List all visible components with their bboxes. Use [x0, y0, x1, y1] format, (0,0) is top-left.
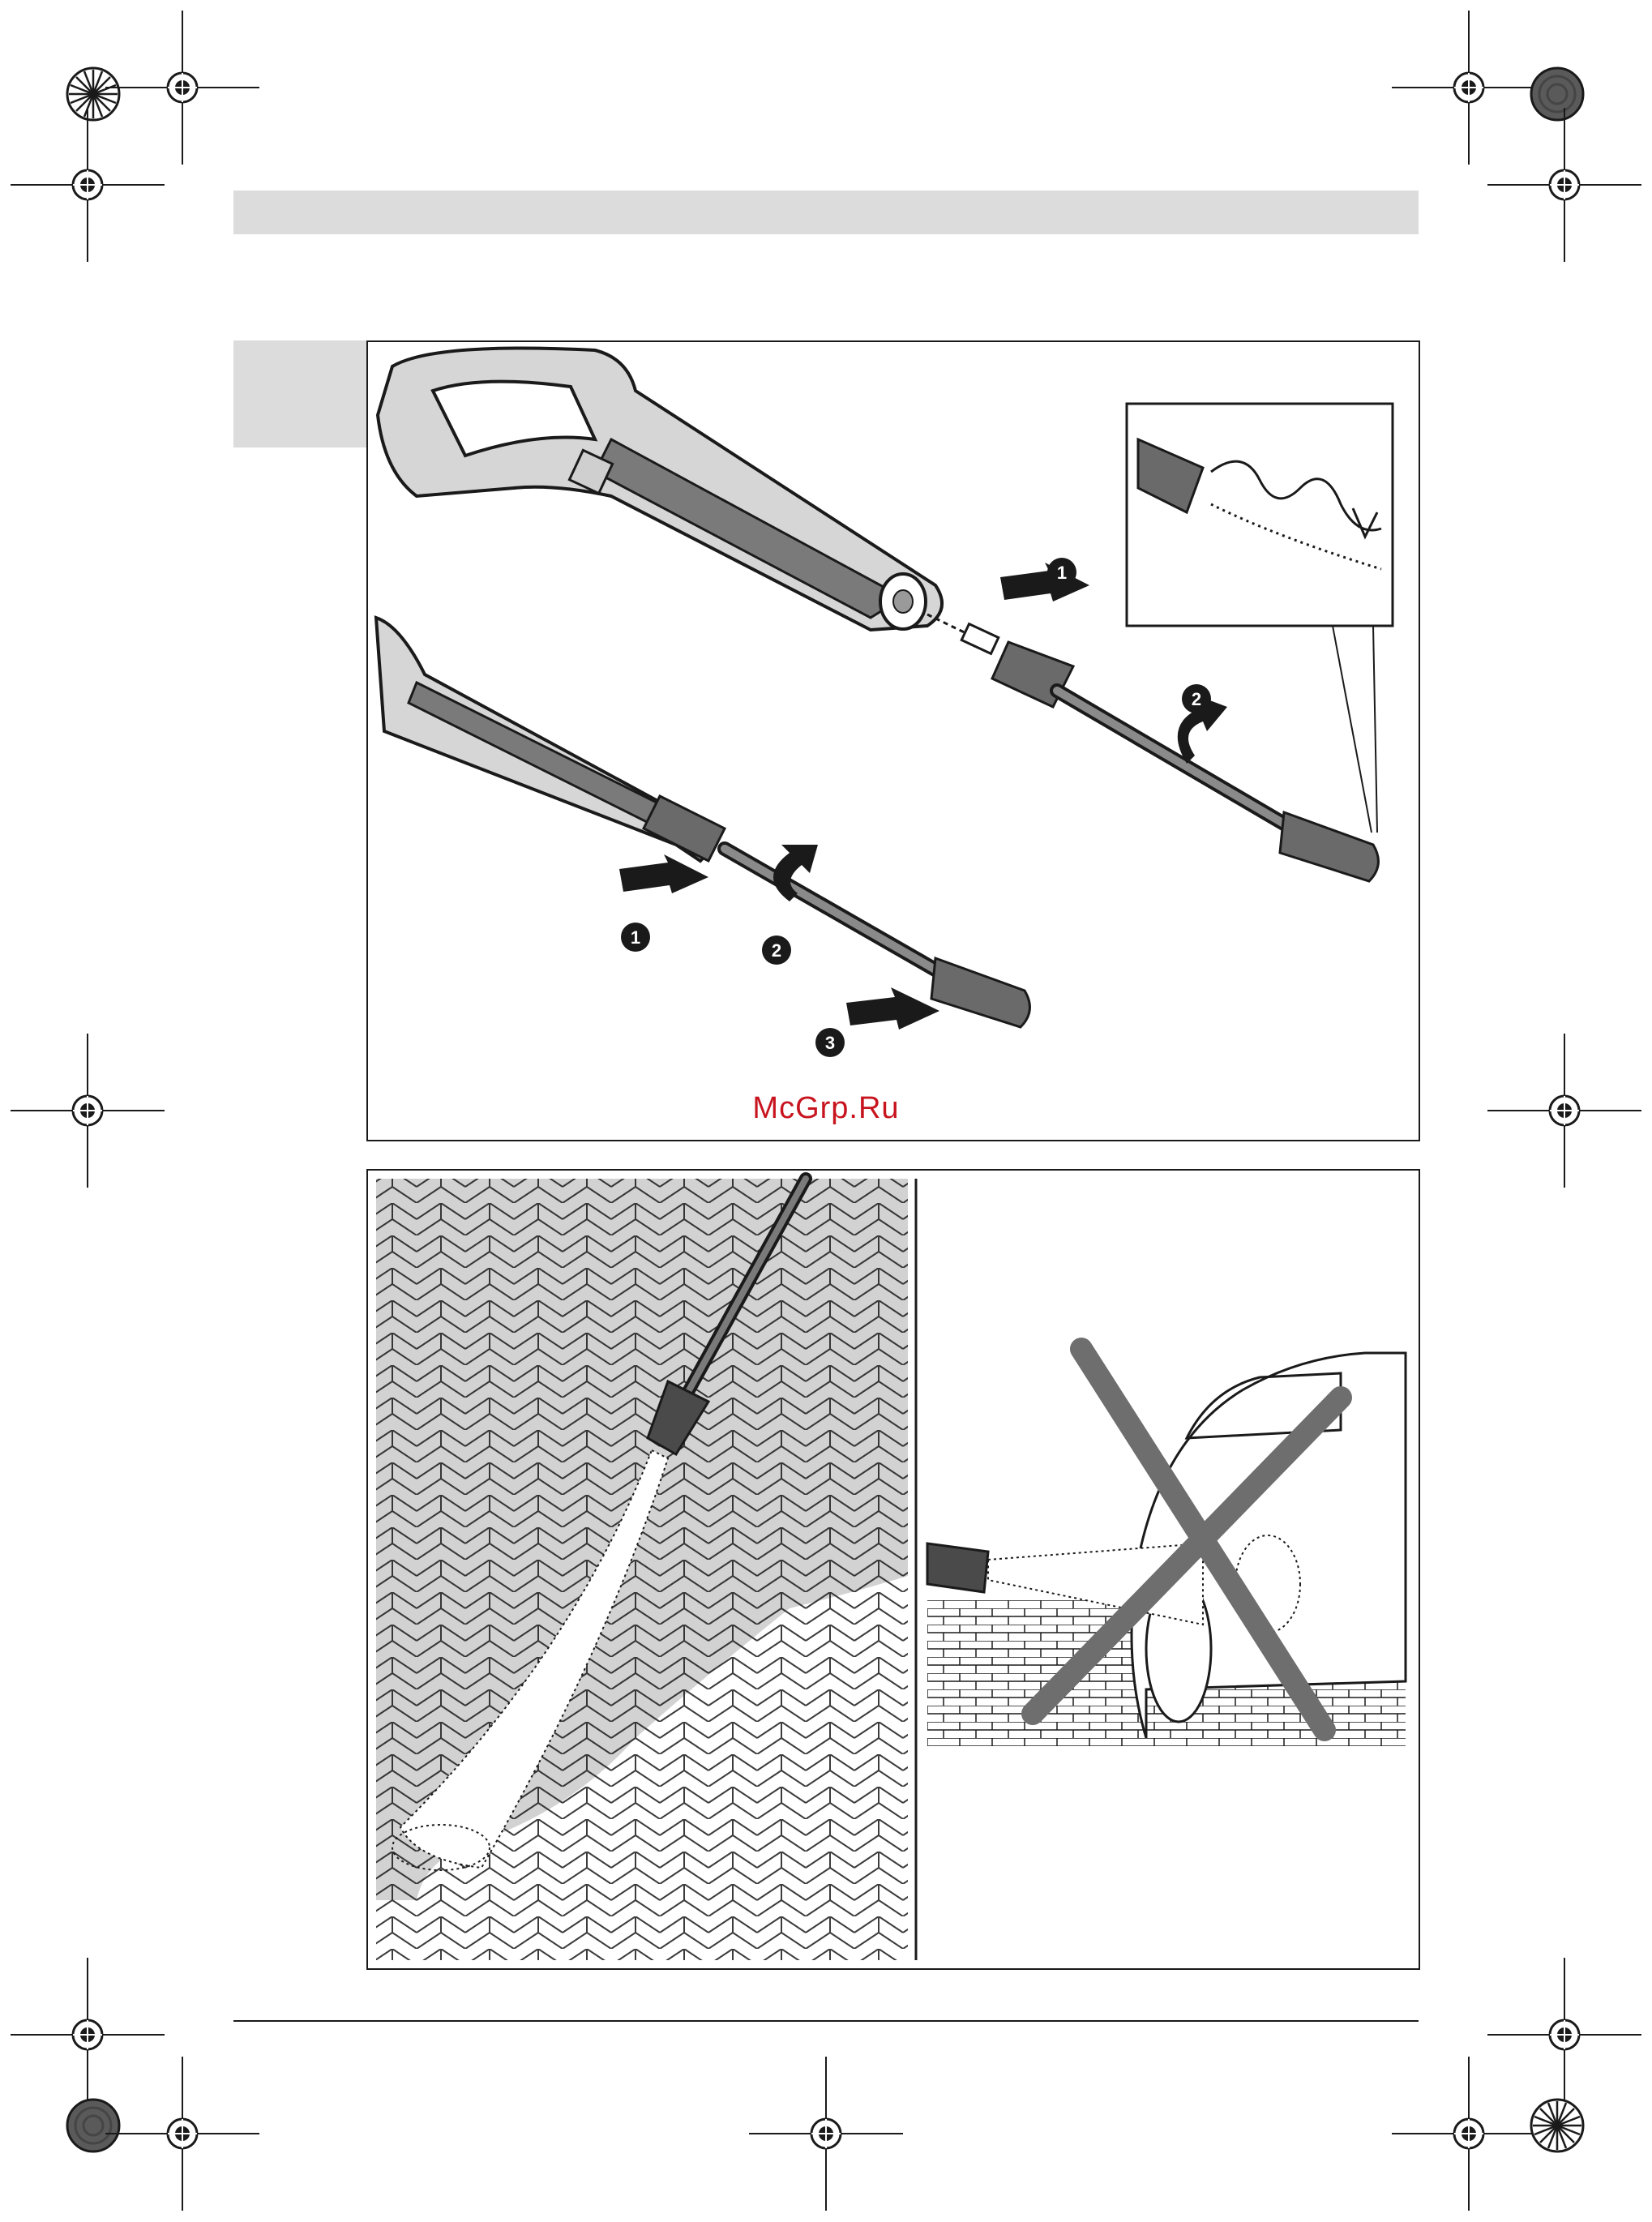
svg-text:2: 2 — [1192, 689, 1201, 709]
color-wheel-icon — [1531, 2100, 1583, 2151]
footer-rule — [233, 2020, 1419, 2022]
spray-gun-upper — [378, 349, 942, 631]
usage-illustration — [368, 1171, 1419, 1968]
spray-cleaning-paving-icon — [376, 1179, 916, 1960]
crosshair-icon — [1392, 2057, 1546, 2211]
step-badge-upper-2: 2 — [1182, 684, 1211, 713]
crosshair-icon — [105, 11, 259, 165]
twist-arrow-icon — [773, 695, 1227, 901]
crosshair-icon — [105, 2057, 259, 2211]
svg-text:2: 2 — [772, 940, 781, 961]
lance-upper — [927, 614, 1378, 881]
svg-text:3: 3 — [825, 1033, 835, 1053]
spray-gun-lower — [376, 618, 1029, 1027]
crosshair-icon — [1487, 1958, 1641, 2112]
crosshair-icon — [11, 108, 165, 262]
watermark: McGrp.Ru — [0, 1091, 1652, 1126]
crosshair-icon — [1392, 11, 1546, 165]
color-wheel-icon — [67, 68, 119, 120]
gray-swatch-icon — [67, 2100, 119, 2151]
crosshair-icon — [749, 2057, 903, 2211]
figure-assembly: 1 2 1 2 3 — [366, 340, 1420, 1141]
svg-text:1: 1 — [1057, 563, 1067, 583]
crosshair-icon — [11, 1958, 165, 2112]
crosshair-icon — [1487, 108, 1641, 262]
assembly-illustration: 1 2 1 2 3 — [368, 342, 1419, 1140]
svg-text:1: 1 — [631, 927, 640, 948]
step-badge-lower-3: 3 — [815, 1028, 845, 1057]
pull-arrow-icon — [846, 987, 939, 1030]
step-badge-lower-2: 2 — [762, 935, 791, 965]
inset-thread-detail — [1127, 404, 1393, 833]
prohibited-spraying-tire-icon — [927, 1349, 1406, 1746]
step-badge-lower-1: 1 — [621, 923, 650, 952]
step-badge-upper-1: 1 — [1047, 558, 1076, 587]
figure-usage — [366, 1169, 1420, 1970]
gray-swatch-icon — [1531, 68, 1583, 120]
